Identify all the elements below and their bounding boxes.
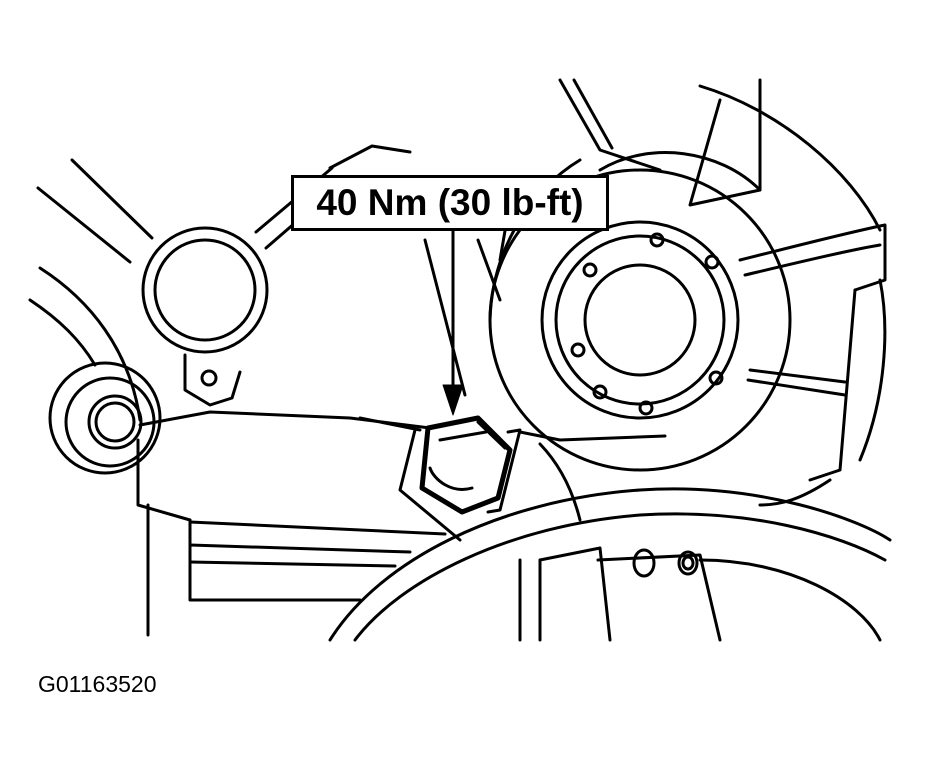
callout-leader — [442, 229, 464, 416]
drum-holes — [632, 548, 699, 578]
splash-shield — [558, 78, 887, 507]
flange — [488, 151, 792, 472]
bushing — [48, 361, 162, 475]
lower-drum — [328, 487, 892, 642]
hex-nut — [419, 415, 522, 515]
figure-code: G01163520 — [38, 671, 157, 697]
flange-bolt-holes — [570, 232, 724, 416]
ring-bracket — [141, 226, 269, 407]
torque-callout: 40 Nm (30 lb-ft) — [291, 175, 609, 231]
nut-bracket — [358, 416, 667, 542]
